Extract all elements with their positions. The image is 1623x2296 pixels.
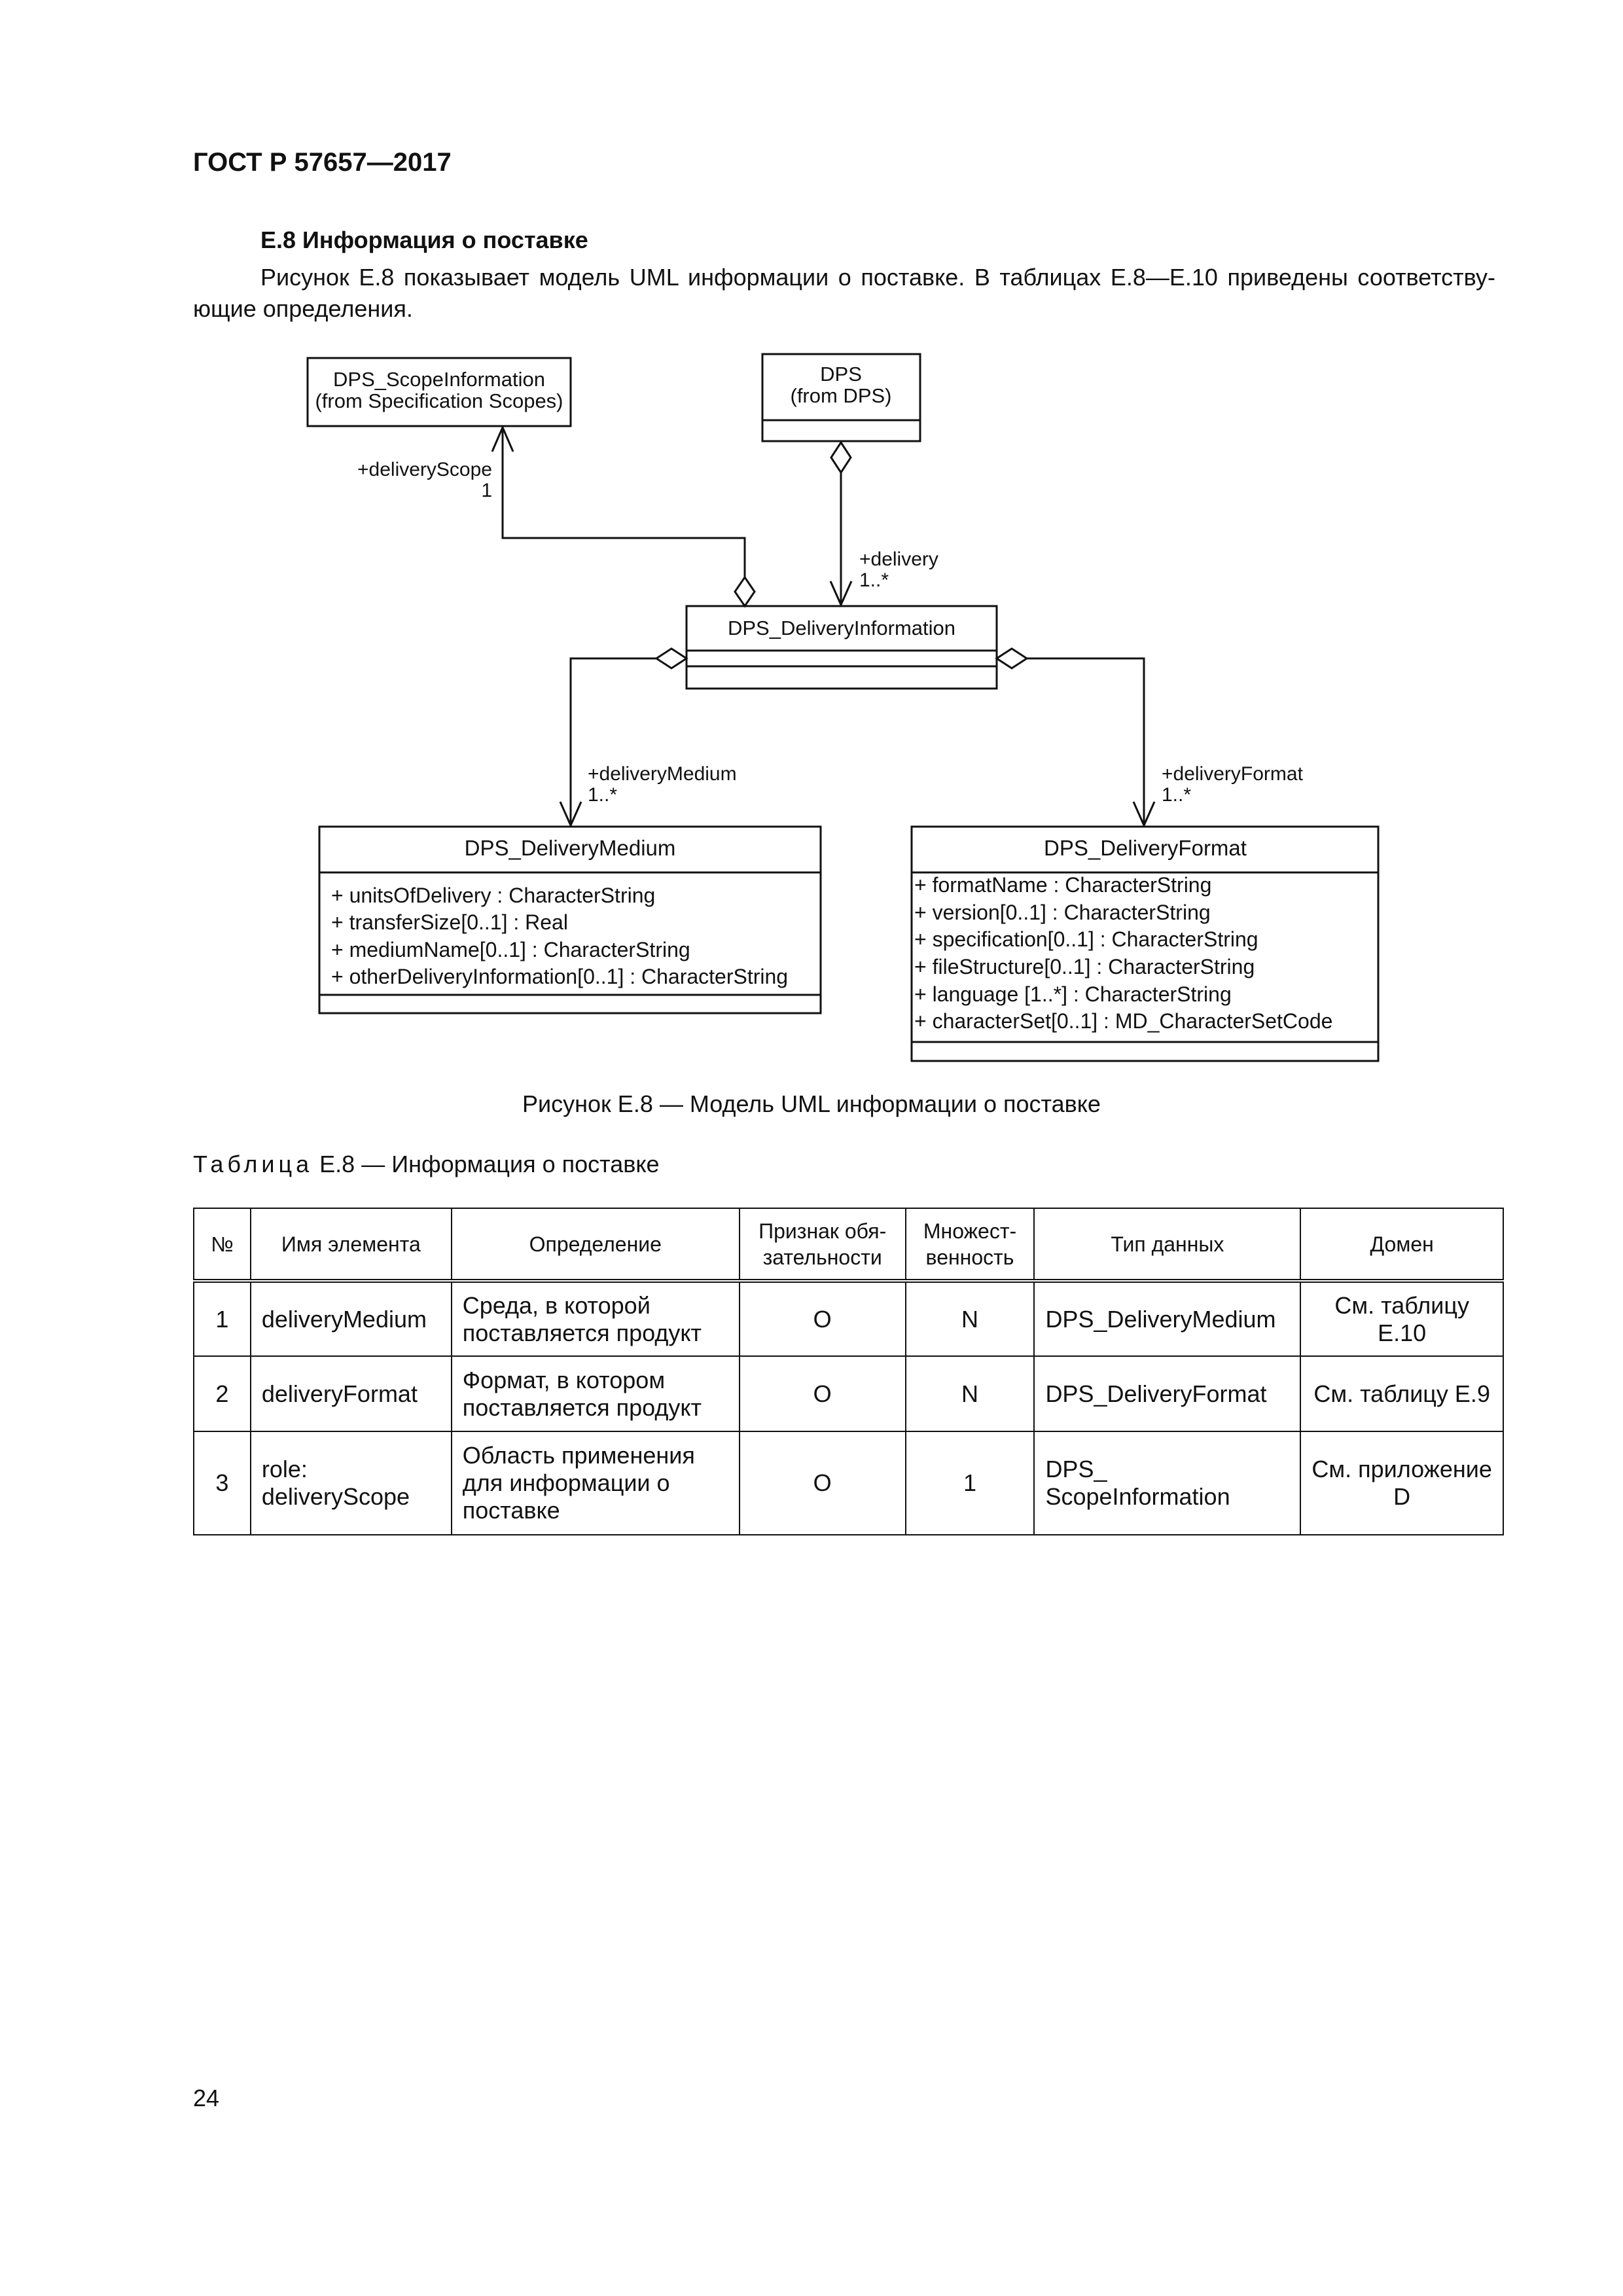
intro-paragraph: Рисунок E.8 показывает модель UML информ… xyxy=(193,264,1495,322)
medium-attribute: + unitsOfDelivery : CharacterString xyxy=(331,884,655,907)
cell-definition: Область применения для информации о пост… xyxy=(450,1431,740,1535)
data-table: № Имя элемента Определение Признак обя-з… xyxy=(193,1208,1504,1535)
table-row: 3 role: deliveryScope Область применения… xyxy=(193,1431,1504,1535)
medium-attribute: + transferSize[0..1] : Real xyxy=(331,910,568,934)
format-attribute: + language [1..*] : CharacterString xyxy=(914,982,1232,1006)
table-header-row: № Имя элемента Определение Признак обя-з… xyxy=(193,1208,1504,1283)
cell-element-name: deliveryFormat xyxy=(249,1355,452,1432)
mult-delivery-format: 1..* xyxy=(1162,784,1191,806)
cell-definition: Формат, в котором поставляется продукт xyxy=(450,1355,740,1432)
class-dps-origin: (from DPS) xyxy=(791,384,892,407)
medium-attribute: + otherDeliveryInformation[0..1] : Chara… xyxy=(331,965,788,988)
cell-obligation: O xyxy=(738,1431,906,1535)
role-delivery-medium: +deliveryMedium xyxy=(588,763,737,785)
class-scope-origin: (from Specification Scopes) xyxy=(315,389,563,412)
table-caption-text: E.8 — Информация о поставке xyxy=(313,1151,660,1177)
format-attribute: + specification[0..1] : CharacterString xyxy=(914,927,1258,951)
cell-number: 3 xyxy=(193,1431,251,1535)
association-delivery-format: +deliveryFormat 1..* xyxy=(995,647,1304,828)
header-obligation: Признак обя-зательности xyxy=(738,1208,906,1283)
cell-data-type: DPS_DeliveryFormat xyxy=(1033,1355,1302,1432)
class-scope-information: DPS_ScopeInformation (from Specification… xyxy=(306,357,572,427)
role-delivery-format: +deliveryFormat xyxy=(1162,763,1304,785)
table-caption: Таблица E.8 — Информация о поставке xyxy=(193,1151,660,1178)
association-delivery: +delivery 1..* xyxy=(829,440,938,607)
cell-number: 2 xyxy=(193,1355,251,1432)
cell-obligation: O xyxy=(738,1280,906,1357)
cell-data-type: DPS_ ScopeInformation xyxy=(1033,1431,1302,1535)
class-dps: DPS (from DPS) xyxy=(761,353,921,442)
document-header: ГОСТ Р 57657—2017 xyxy=(193,148,452,177)
mult-delivery-medium: 1..* xyxy=(588,784,617,806)
role-delivery: +delivery xyxy=(859,548,938,570)
mult-delivery: 1..* xyxy=(859,569,889,591)
cell-domain: См. приложение D xyxy=(1300,1431,1504,1535)
header-data-type: Тип данных xyxy=(1033,1208,1302,1283)
cell-obligation: O xyxy=(738,1355,906,1432)
cell-multiplicity: 1 xyxy=(904,1431,1035,1535)
header-element-name: Имя элемента xyxy=(249,1208,452,1283)
cell-number: 1 xyxy=(193,1280,251,1357)
association-delivery-scope: +deliveryScope 1 xyxy=(357,425,756,608)
header-multiplicity: Множест-венность xyxy=(904,1208,1035,1283)
cell-element-name: deliveryMedium xyxy=(249,1280,452,1357)
class-delivery-medium: DPS_DeliveryMedium + unitsOfDelivery : C… xyxy=(318,825,822,1014)
class-format-name: DPS_DeliveryFormat xyxy=(1044,836,1247,860)
class-delivery-information: DPS_DeliveryInformation xyxy=(685,605,998,690)
table-row: 2 deliveryFormat Формат, в котором поста… xyxy=(193,1355,1504,1432)
cell-domain: См. таблицу E.10 xyxy=(1300,1280,1504,1357)
class-medium-name: DPS_DeliveryMedium xyxy=(465,836,676,860)
class-delivery-info-name: DPS_DeliveryInformation xyxy=(728,617,955,639)
uml-diagram: DPS_ScopeInformation (from Specification… xyxy=(306,353,1380,1062)
class-delivery-format: DPS_DeliveryFormat + formatName : Charac… xyxy=(910,825,1380,1062)
figure-caption: Рисунок E.8 — Модель UML информации о по… xyxy=(522,1090,1101,1117)
table-row: 1 deliveryMedium Среда, в которой постав… xyxy=(193,1280,1504,1357)
mult-delivery-scope: 1 xyxy=(481,480,492,501)
format-attribute: + fileStructure[0..1] : CharacterString xyxy=(914,955,1255,978)
association-delivery-medium: +deliveryMedium 1..* xyxy=(559,647,737,828)
cell-multiplicity: N xyxy=(904,1280,1035,1357)
header-domain: Домен xyxy=(1300,1208,1504,1283)
header-definition: Определение xyxy=(450,1208,740,1283)
class-dps-name: DPS xyxy=(820,363,862,386)
cell-domain: См. таблицу E.9 xyxy=(1300,1355,1504,1432)
page-number: 24 xyxy=(193,2085,220,2111)
cell-definition: Среда, в которой поставляется продукт xyxy=(450,1280,740,1357)
format-attribute: + formatName : CharacterString xyxy=(914,873,1211,897)
section-title: E.8 Информация о поставке xyxy=(260,226,588,253)
cell-multiplicity: N xyxy=(904,1355,1035,1432)
format-attribute: + characterSet[0..1] : MD_CharacterSetCo… xyxy=(914,1009,1332,1033)
class-scope-name: DPS_ScopeInformation xyxy=(333,368,545,391)
medium-attribute: + mediumName[0..1] : CharacterString xyxy=(331,938,690,961)
table-caption-word: Таблица xyxy=(193,1151,313,1177)
cell-element-name: role: deliveryScope xyxy=(249,1431,452,1535)
format-attribute: + version[0..1] : CharacterString xyxy=(914,901,1211,924)
role-delivery-scope: +deliveryScope xyxy=(357,459,492,480)
header-number: № xyxy=(193,1208,251,1283)
cell-data-type: DPS_DeliveryMedium xyxy=(1033,1280,1302,1357)
